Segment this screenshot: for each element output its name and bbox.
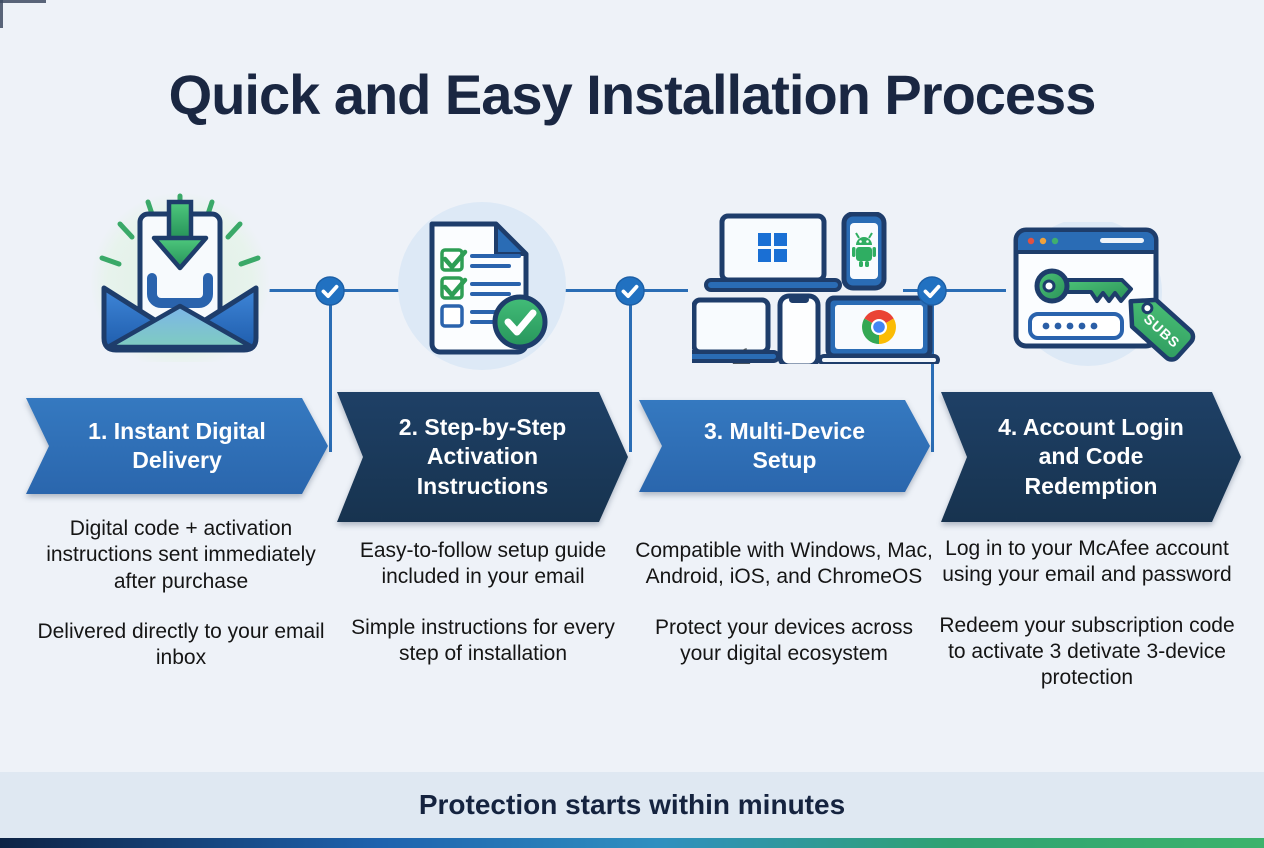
- step-banner-2-label: 2. Step-by-Step Activation Instructions: [398, 413, 567, 499]
- connector-drop-line: [329, 300, 332, 452]
- step-banner-3: 3. Multi-Device Setup: [639, 400, 930, 492]
- key-icon: [1034, 268, 1133, 304]
- download-tray-icon: [147, 273, 213, 308]
- footer-text: Protection starts within minutes: [418, 789, 846, 820]
- checklist-document-icon: [398, 202, 566, 370]
- bottom-gradient-bar: [0, 838, 1264, 848]
- window-dot-orange: [1039, 237, 1047, 245]
- step-banner-4: 4. Account Login and Code Redemption: [941, 392, 1241, 522]
- left-edge-artifact: [0, 0, 3, 28]
- footer-band: Protection starts within minutes: [0, 772, 1264, 838]
- check-circle-icon: [917, 276, 947, 306]
- step-2-paragraph-2: Simple instructions for every step of in…: [351, 615, 615, 665]
- browser-key-icon: SUBS: [1013, 222, 1196, 366]
- check-circle-icon: [315, 276, 345, 306]
- step-3-paragraph-2: Protect your devices across your digital…: [655, 615, 913, 665]
- step-banner-1: 1. Instant Digital Delivery: [26, 398, 328, 494]
- checkbox-checked-icon: [440, 276, 468, 300]
- download-arrow-icon: [151, 199, 209, 271]
- step-4-description: Log in to your McAfee account using your…: [938, 536, 1236, 691]
- multi-device-icon: [692, 212, 940, 364]
- check-circle-icon: [615, 276, 645, 306]
- connector-line: [536, 289, 688, 292]
- step-1-paragraph-1: Digital code + activation instructions s…: [46, 517, 316, 593]
- address-bar: [1100, 238, 1144, 243]
- mac-laptop-icon: [692, 297, 780, 364]
- step-3-paragraph-1: Compatible with Windows, Mac, Android, i…: [635, 539, 933, 589]
- step-banner-2: 2. Step-by-Step Activation Instructions: [337, 392, 628, 522]
- window-dot-green: [1051, 237, 1059, 245]
- checkbox-unchecked-icon: [440, 304, 464, 328]
- chromebook-icon: [818, 295, 940, 364]
- success-check-icon: [492, 294, 548, 350]
- android-phone-icon: [841, 212, 887, 291]
- step-1-description: Digital code + activation instructions s…: [26, 516, 336, 671]
- windows-laptop-icon: [704, 213, 842, 292]
- android-logo-icon: [852, 232, 876, 267]
- step-banner-1-label: 1. Instant Digital Delivery: [88, 417, 266, 473]
- sunburst-rays: [99, 193, 261, 267]
- page-title: Quick and Easy Installation Process: [168, 63, 1097, 126]
- window-dot-red: [1027, 237, 1035, 245]
- envelope-icon: [101, 285, 259, 353]
- iphone-icon: [777, 293, 841, 364]
- chrome-logo-icon: [862, 310, 896, 344]
- step-2-paragraph-1: Easy-to-follow setup guide included in y…: [359, 539, 607, 589]
- connector-drop-line: [629, 300, 632, 452]
- step-banner-4-label: 4. Account Login and Code Redemption: [998, 413, 1184, 499]
- step-4-paragraph-1: Log in to your McAfee account using your…: [942, 537, 1232, 587]
- connector-drop-line: [931, 300, 934, 452]
- step-1-paragraph-2: Delivered directly to your email inbox: [37, 619, 325, 669]
- checkbox-checked-icon: [440, 248, 468, 272]
- step-4-paragraph-2: Redeem your subscription code to activat…: [939, 613, 1235, 690]
- password-field: [1028, 312, 1124, 340]
- top-edge-artifact: [0, 0, 46, 3]
- email-download-icon: [90, 192, 270, 362]
- step-3-description: Compatible with Windows, Mac, Android, i…: [634, 538, 934, 667]
- connector-line: [903, 289, 1006, 292]
- windows-logo-icon: [758, 233, 787, 262]
- step-banner-3-label: 3. Multi-Device Setup: [703, 417, 866, 473]
- step-2-description: Easy-to-follow setup guide included in y…: [332, 538, 634, 667]
